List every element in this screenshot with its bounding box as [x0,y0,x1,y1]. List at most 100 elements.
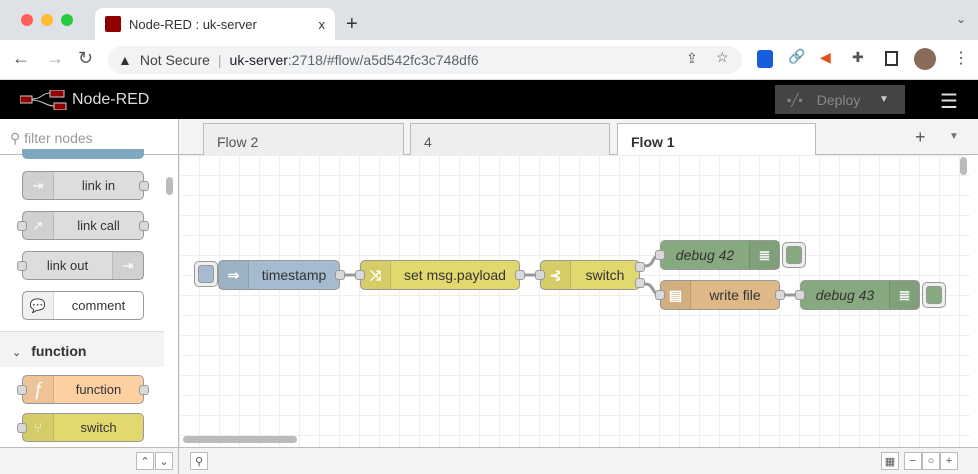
bookmark-star-icon[interactable]: ☆ [716,49,729,65]
flow-node-switch[interactable]: ⊰ switch [535,260,645,290]
palette-node-partial[interactable] [22,149,144,159]
input-port[interactable] [17,385,27,395]
debug-toggle-button[interactable] [922,282,946,308]
debug-icon: ≣ [889,281,919,309]
category-label: function [31,343,87,359]
node-label: set msg.payload [404,267,506,283]
deploy-icon: ▪╱▪ [787,92,803,107]
output-port[interactable] [515,270,525,280]
address-bar[interactable]: ▲ Not Secure | uk-server:2718/#flow/a5d5… [108,46,742,74]
link-extension-icon[interactable]: 🔗 [788,48,806,64]
back-button[interactable]: ← [12,48,30,68]
workspace-tabs: Flow 2 4 Flow 1 + ▼ [179,119,978,156]
palette-node-switch[interactable]: ⑂ switch [17,413,144,442]
switch-icon: ⑂ [23,414,54,441]
app-title: Node-RED [72,91,150,108]
workspace-canvas[interactable]: ⇒timestamp ⤨set msg.payload ⊰ switch debu… [179,155,970,447]
input-port[interactable] [17,423,27,433]
flow-list-chevron-icon[interactable]: ▼ [949,131,959,142]
file-icon: ▤ [661,281,691,309]
zoom-reset-button[interactable]: ○ [922,452,940,470]
palette-scrollbar[interactable] [166,177,173,195]
deploy-button[interactable]: ▪╱▪ Deploy ▼ [775,85,905,114]
tab-title: Node-RED : uk-server [129,16,257,32]
collapse-all-icon[interactable]: ⌃ [136,452,154,470]
tab-4[interactable]: 4 [410,123,610,155]
security-label[interactable]: Not Secure [139,52,210,68]
new-tab-button[interactable]: + [346,13,358,35]
flow-node-set-msg-payload[interactable]: ⤨set msg.payload [355,260,525,290]
navigator-map-icon[interactable]: ▦ [881,452,899,470]
vertical-scrollbar[interactable] [960,157,967,175]
switch-icon: ⊰ [541,261,571,289]
node-label: switch [585,267,625,283]
side-panel-icon[interactable] [885,51,898,66]
debug-icon: ≣ [749,241,779,269]
search-flows-icon[interactable]: ⚲ [190,452,208,470]
search-icon: ⚲ [10,130,25,146]
node-label: link call [77,218,120,233]
reload-button[interactable]: ↻ [78,48,94,68]
input-port[interactable] [355,270,365,280]
palette-node-link-call[interactable]: ↗link call [17,211,149,240]
input-port[interactable] [535,270,545,280]
flow-node-debug-43[interactable]: debug 43≣ [795,280,920,310]
input-port[interactable] [17,221,27,231]
palette-node-link-in[interactable]: ⇥ link in [22,171,149,200]
debug-toggle-button[interactable] [782,242,806,268]
expand-all-icon[interactable]: ⌄ [155,452,173,470]
flow-node-timestamp[interactable]: ⇒timestamp [218,260,345,290]
close-tab-button[interactable]: x [318,16,326,32]
warning-icon: ▲ [118,52,132,68]
bitwarden-extension-icon[interactable] [757,50,773,68]
add-flow-button[interactable]: + [915,127,926,147]
workspace-footer: ⚲ ▦ − ○ + [179,447,978,474]
flow-node-debug-42[interactable]: debug 42≣ [655,240,780,270]
maximize-window-button[interactable] [61,14,73,26]
browser-menu-icon[interactable]: ⋮ [953,50,969,67]
output-port[interactable] [139,221,149,231]
share-icon[interactable]: ⇪ [686,50,698,66]
browser-tab[interactable]: Node-RED : uk-server x [95,8,335,40]
node-label: link in [81,178,116,193]
tab-search-chevron-icon[interactable]: ⌄ [956,12,967,26]
output-port[interactable] [775,290,785,300]
zoom-out-button[interactable]: − [904,452,922,470]
deploy-dropdown-chevron-icon[interactable]: ▼ [879,94,889,105]
chevron-down-icon: ⌄ [12,347,22,359]
close-window-button[interactable] [21,14,33,26]
output-port-1[interactable] [635,262,645,272]
node-label: switch [80,420,117,435]
input-port[interactable] [655,290,665,300]
link-in-icon: ⇥ [23,172,54,199]
input-port[interactable] [655,250,665,260]
main-menu-button[interactable]: ☰ [940,91,958,113]
tab-flow-1[interactable]: Flow 1 [617,123,816,156]
minimize-window-button[interactable] [41,14,53,26]
node-red-favicon-icon [105,16,121,32]
palette-node-comment[interactable]: 💬comment [22,291,144,320]
link-out-icon: ⇥ [112,252,143,279]
input-port[interactable] [17,261,27,271]
output-port-2[interactable] [635,278,645,288]
inject-button[interactable] [194,261,218,287]
url-path: :2718/#flow/a5d542fc3c748df6 [287,52,479,68]
deploy-label: Deploy [816,91,861,108]
palette-footer: ⌃ ⌄ [0,447,178,474]
comment-icon: 💬 [23,292,54,319]
input-port[interactable] [795,290,805,300]
profile-avatar[interactable] [914,48,936,70]
output-port[interactable] [139,385,149,395]
flow-node-write-file[interactable]: ▤write file [655,280,785,310]
palette-node-link-out[interactable]: link out⇥ [17,251,144,280]
megaphone-extension-icon[interactable]: ◀ [820,49,831,65]
zoom-in-button[interactable]: + [940,452,958,470]
horizontal-scrollbar[interactable] [183,436,297,443]
palette-category-function[interactable]: ⌄ function [0,331,164,367]
forward-button[interactable]: → [46,48,64,68]
tab-flow-2[interactable]: Flow 2 [203,123,404,155]
output-port[interactable] [335,270,345,280]
extensions-puzzle-icon[interactable]: ✚ [852,49,864,65]
output-port[interactable] [139,181,149,191]
